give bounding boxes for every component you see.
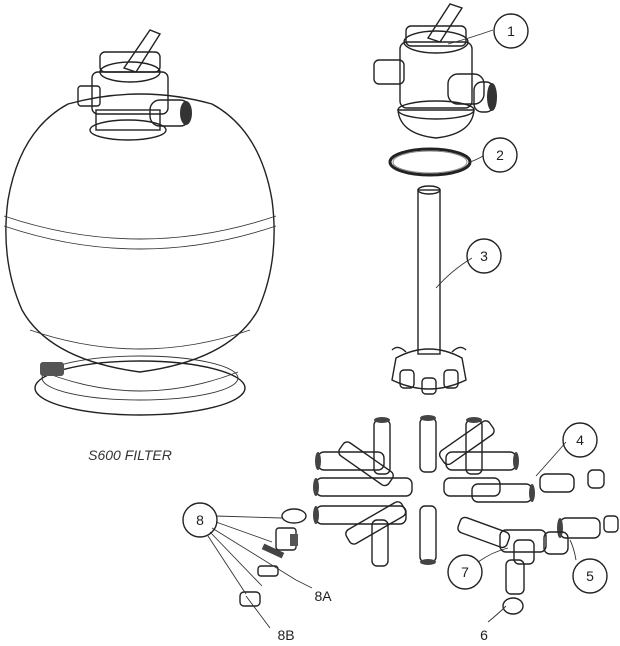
callout-8b-label: 8B	[277, 627, 294, 643]
tank-seam-lower	[3, 225, 277, 250]
filter-tank	[5, 93, 275, 373]
part-8a-gasket	[261, 543, 285, 559]
lateral	[445, 451, 519, 471]
lateral-cap	[539, 473, 575, 493]
callout-8-label: 8	[196, 512, 204, 528]
lateral	[338, 441, 394, 487]
lateral	[313, 505, 407, 525]
valve-handle-icon	[426, 3, 464, 43]
drain-cap	[281, 508, 307, 524]
callout-1: 1	[493, 13, 529, 49]
part-6-lateral-vertical	[502, 559, 525, 615]
callout-8a-label: 8A	[314, 588, 332, 604]
valve-handle-icon	[122, 29, 162, 73]
lateral	[315, 451, 385, 471]
part-2-o-ring	[388, 147, 472, 177]
callout-4: 4	[562, 422, 598, 458]
end-cap	[587, 469, 605, 489]
part-8-drain-assembly	[239, 508, 307, 607]
part-1-multiport-valve	[373, 3, 497, 139]
part-3-standpipe	[391, 185, 467, 395]
leader-lines	[207, 29, 577, 629]
lateral	[419, 415, 437, 473]
mounted-multiport-valve	[77, 29, 192, 127]
callout-5-label: 5	[586, 568, 594, 584]
lateral	[371, 519, 389, 567]
lateral	[438, 420, 495, 466]
tank-neck	[89, 119, 167, 141]
callout-1-label: 1	[507, 23, 515, 39]
lateral	[345, 501, 407, 545]
part-4-lateral	[471, 483, 535, 503]
lateral	[419, 505, 437, 565]
lateral-hub	[391, 348, 467, 390]
lateral	[457, 516, 511, 549]
callout-7-label: 7	[461, 564, 469, 580]
lateral	[465, 417, 483, 475]
drain-nut	[257, 565, 279, 577]
filter-base	[34, 355, 246, 416]
part-7-tee-connector	[499, 529, 569, 565]
callout-2-label: 2	[496, 147, 504, 163]
callout-4-label: 4	[576, 432, 584, 448]
filter-caption: S600 FILTER	[88, 447, 172, 463]
callout-2: 2	[482, 137, 518, 173]
callout-8: 8	[182, 502, 218, 538]
lateral	[373, 417, 391, 475]
part-5-lateral-short	[557, 517, 601, 539]
callout-7: 7	[447, 554, 483, 590]
assembled-filter	[3, 29, 277, 416]
end-cap	[603, 515, 619, 533]
callout-6-label: 6	[480, 627, 488, 643]
callout-3: 3	[466, 238, 502, 274]
laterals-group	[313, 415, 619, 615]
tank-seam-upper	[3, 215, 277, 240]
lateral	[313, 477, 413, 497]
callout-3-label: 3	[480, 248, 488, 264]
drain-plug-icon	[40, 362, 64, 376]
callout-5: 5	[572, 558, 608, 594]
part-8b-drain-screw	[239, 591, 261, 607]
